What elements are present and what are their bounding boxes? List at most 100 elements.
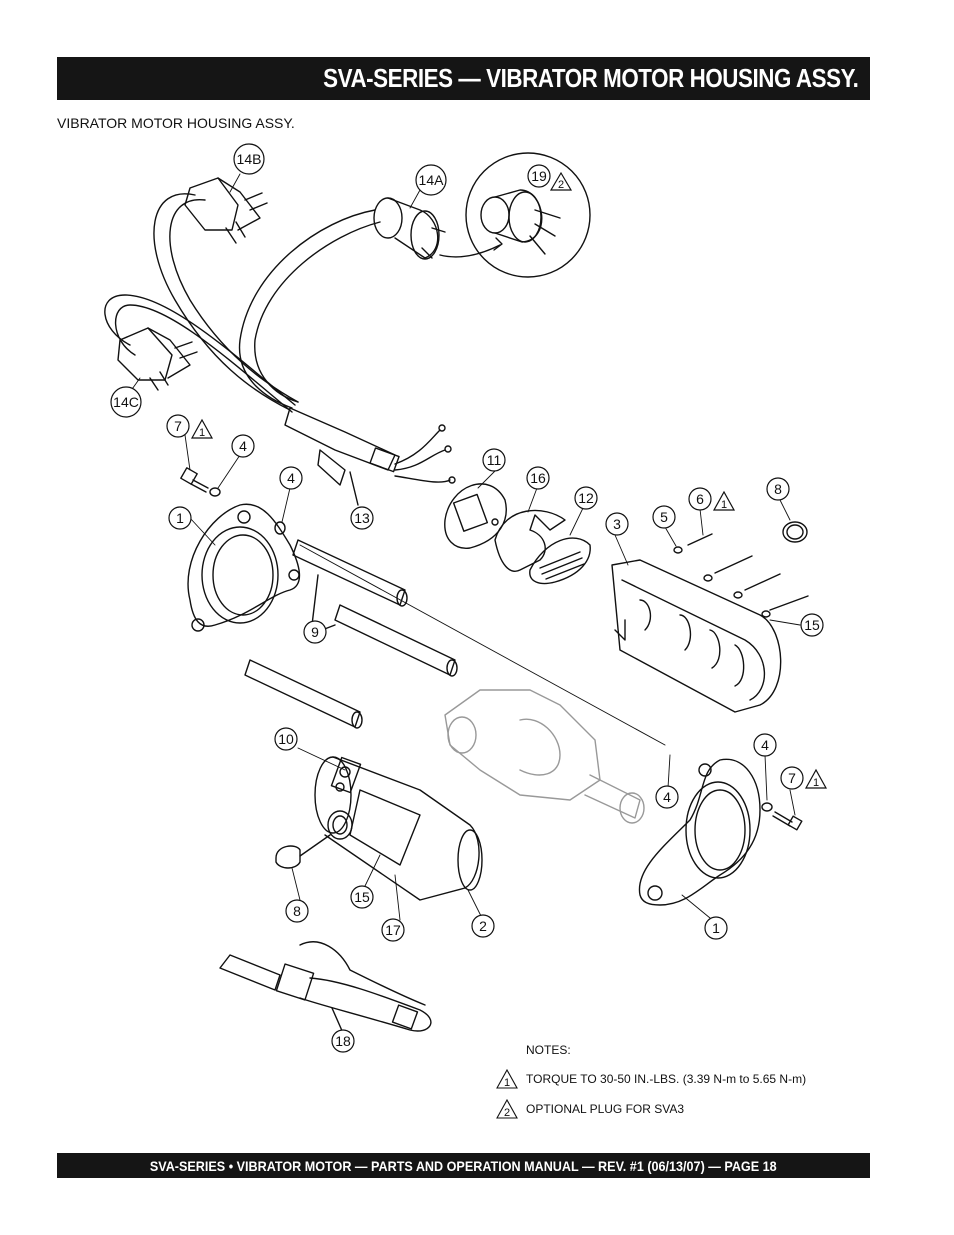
carry-strap-18-drawing bbox=[219, 941, 432, 1034]
svg-text:2: 2 bbox=[558, 179, 564, 191]
svg-text:12: 12 bbox=[578, 490, 594, 506]
svg-text:7: 7 bbox=[174, 418, 182, 434]
power-cord-drawing bbox=[104, 193, 456, 506]
callout-14b: 14B bbox=[233, 143, 265, 175]
callout-7-lower-note: 1 bbox=[804, 768, 828, 789]
motor-ghost-drawing bbox=[444, 689, 645, 824]
callout-14c: 14C bbox=[110, 386, 142, 418]
callout-13: 13 bbox=[350, 506, 374, 530]
callout-18: 18 bbox=[331, 1029, 355, 1053]
note-text-1: TORQUE TO 30-50 IN.-LBS. (3.39 N-m to 5.… bbox=[526, 1072, 807, 1086]
housing-half-3-drawing bbox=[611, 559, 782, 713]
callout-3: 3 bbox=[605, 512, 629, 536]
callout-6-note: 1 bbox=[712, 490, 736, 511]
svg-text:5: 5 bbox=[660, 509, 668, 525]
svg-text:17: 17 bbox=[385, 922, 401, 938]
plug-14c-drawing bbox=[117, 327, 198, 391]
callout-16: 16 bbox=[526, 466, 550, 490]
note-item-1: 1 TORQUE TO 30-50 IN.-LBS. (3.39 N-m to … bbox=[496, 1069, 806, 1089]
svg-text:6: 6 bbox=[696, 491, 704, 507]
callout-19: 19 bbox=[527, 164, 551, 188]
housing-screws-drawing bbox=[673, 533, 809, 618]
svg-text:14A: 14A bbox=[419, 172, 445, 188]
callout-2: 2 bbox=[471, 914, 495, 938]
callout-17: 17 bbox=[381, 918, 405, 942]
svg-text:4: 4 bbox=[761, 737, 769, 753]
callout-15-lower: 15 bbox=[350, 885, 374, 909]
svg-text:8: 8 bbox=[293, 903, 301, 919]
section-subtitle: VIBRATOR MOTOR HOUSING ASSY. bbox=[57, 115, 295, 131]
callout-10: 10 bbox=[274, 727, 298, 751]
svg-text:10: 10 bbox=[278, 731, 294, 747]
svg-text:3: 3 bbox=[613, 516, 621, 532]
callout-7-upper-note: 1 bbox=[190, 418, 214, 439]
svg-text:11: 11 bbox=[487, 452, 502, 468]
svg-text:16: 16 bbox=[530, 470, 546, 486]
gasket-16-drawing bbox=[494, 509, 566, 572]
note-marker-1-icon: 1 bbox=[496, 1069, 518, 1089]
notes-header: NOTES: bbox=[526, 1043, 571, 1057]
svg-text:2: 2 bbox=[504, 1107, 510, 1119]
note-text-2: OPTIONAL PLUG FOR SVA3 bbox=[526, 1102, 685, 1116]
svg-text:1: 1 bbox=[504, 1077, 510, 1089]
svg-text:4: 4 bbox=[239, 438, 247, 454]
svg-text:4: 4 bbox=[287, 470, 295, 486]
callout-11: 11 bbox=[482, 448, 506, 472]
svg-text:8: 8 bbox=[774, 481, 782, 497]
callout-15-upper: 15 bbox=[800, 613, 824, 637]
footer-text: SVA-SERIES • VIBRATOR MOTOR — PARTS AND … bbox=[150, 1157, 777, 1174]
page-title: SVA-SERIES — VIBRATOR MOTOR HOUSING ASSY… bbox=[322, 63, 859, 93]
end-bracket-lower-drawing bbox=[638, 758, 761, 906]
svg-text:13: 13 bbox=[354, 510, 370, 526]
footer-bar: SVA-SERIES • VIBRATOR MOTOR — PARTS AND … bbox=[57, 1153, 870, 1178]
svg-text:14C: 14C bbox=[113, 394, 139, 410]
svg-text:2: 2 bbox=[479, 918, 487, 934]
callout-4-b: 4 bbox=[279, 466, 303, 490]
callout-14a: 14A bbox=[415, 164, 447, 196]
callout-1-upper: 1 bbox=[168, 506, 192, 530]
callout-leaders bbox=[129, 173, 801, 921]
svg-text:9: 9 bbox=[311, 624, 319, 640]
callout-9: 9 bbox=[303, 620, 327, 644]
plug-14b-drawing bbox=[184, 177, 268, 244]
screw-washer-lower-drawing bbox=[761, 802, 803, 831]
end-bracket-upper-drawing bbox=[187, 503, 301, 632]
svg-text:1: 1 bbox=[176, 510, 184, 526]
svg-text:1: 1 bbox=[712, 920, 720, 936]
svg-text:15: 15 bbox=[354, 889, 370, 905]
page-title-bar: SVA-SERIES — VIBRATOR MOTOR HOUSING ASSY… bbox=[57, 57, 870, 100]
tie-rods-drawing bbox=[244, 539, 458, 729]
inset-plug-19-drawing bbox=[465, 152, 591, 278]
svg-text:15: 15 bbox=[804, 617, 820, 633]
cap-plug-lower-drawing bbox=[275, 834, 331, 869]
callout-1-lower: 1 bbox=[704, 916, 728, 940]
callout-12: 12 bbox=[574, 486, 598, 510]
svg-text:1: 1 bbox=[813, 777, 819, 789]
svg-text:4: 4 bbox=[663, 789, 671, 805]
callout-4-c: 4 bbox=[655, 785, 679, 809]
callout-19-note: 2 bbox=[549, 171, 573, 191]
vent-plate-12-drawing bbox=[529, 537, 591, 585]
switch-plate-11-drawing bbox=[444, 483, 507, 549]
callout-6: 6 bbox=[688, 487, 712, 511]
callout-4-a: 4 bbox=[231, 434, 255, 458]
svg-text:19: 19 bbox=[531, 168, 547, 184]
callout-8-upper: 8 bbox=[766, 477, 790, 501]
screw-washer-upper-drawing bbox=[180, 467, 286, 535]
motor-cover-2-drawing bbox=[314, 756, 483, 901]
callouts: 14B 14A 19 2 14C 7 1 4 4 1 13 11 16 12 3… bbox=[110, 143, 828, 1053]
callout-7-upper: 7 bbox=[166, 414, 190, 438]
svg-text:14B: 14B bbox=[237, 151, 262, 167]
svg-text:7: 7 bbox=[788, 770, 796, 786]
callout-4-d: 4 bbox=[753, 733, 777, 757]
note-marker-2-icon: 2 bbox=[496, 1099, 518, 1119]
svg-text:1: 1 bbox=[199, 427, 205, 439]
callout-8-lower: 8 bbox=[285, 899, 309, 923]
callout-5: 5 bbox=[652, 505, 676, 529]
svg-text:18: 18 bbox=[335, 1033, 351, 1049]
note-item-2: 2 OPTIONAL PLUG FOR SVA3 bbox=[496, 1099, 684, 1119]
callout-7-lower: 7 bbox=[780, 766, 804, 790]
plug-14a-drawing bbox=[373, 197, 503, 260]
cap-plug-upper-drawing bbox=[782, 521, 808, 543]
